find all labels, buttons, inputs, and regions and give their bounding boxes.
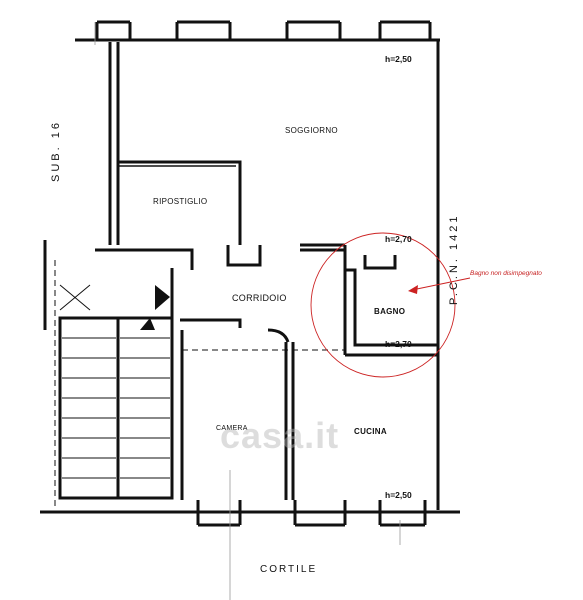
annotation-arrow — [411, 277, 471, 291]
dashed-lines — [54, 260, 345, 510]
walls — [40, 20, 460, 527]
height-bagno-top: h=2,70 — [385, 234, 412, 244]
room-label-corridoio: CORRIDOIO — [232, 293, 287, 303]
courtyard-label: CORTILE — [260, 564, 318, 575]
annotation-circle — [310, 232, 456, 378]
height-soggiorno: h=2,50 — [385, 54, 412, 64]
annotation-arrowhead — [408, 285, 418, 294]
room-label-ripostiglio: RIPOSTIGLIO — [153, 197, 208, 206]
height-bagno-bottom: h=2,70 — [385, 339, 412, 349]
stair-steps — [59, 284, 170, 479]
room-label-camera: CAMERA — [216, 425, 248, 432]
room-label-cucina: CUCINA — [354, 427, 387, 436]
height-cucina: h=2,50 — [385, 490, 412, 500]
room-label-bagno: BAGNO — [374, 307, 406, 316]
annotation-note: Bagno non disimpegnato — [470, 270, 542, 277]
room-label-soggiorno: SOGGIORNO — [285, 126, 338, 135]
subalterno-label: SUB. 16 — [50, 120, 62, 182]
watermark: casa.it — [220, 415, 340, 456]
pcn-label: P.C.N. 1421 — [448, 213, 460, 305]
entrance-arrows — [140, 285, 170, 330]
thin-lines — [94, 22, 401, 600]
